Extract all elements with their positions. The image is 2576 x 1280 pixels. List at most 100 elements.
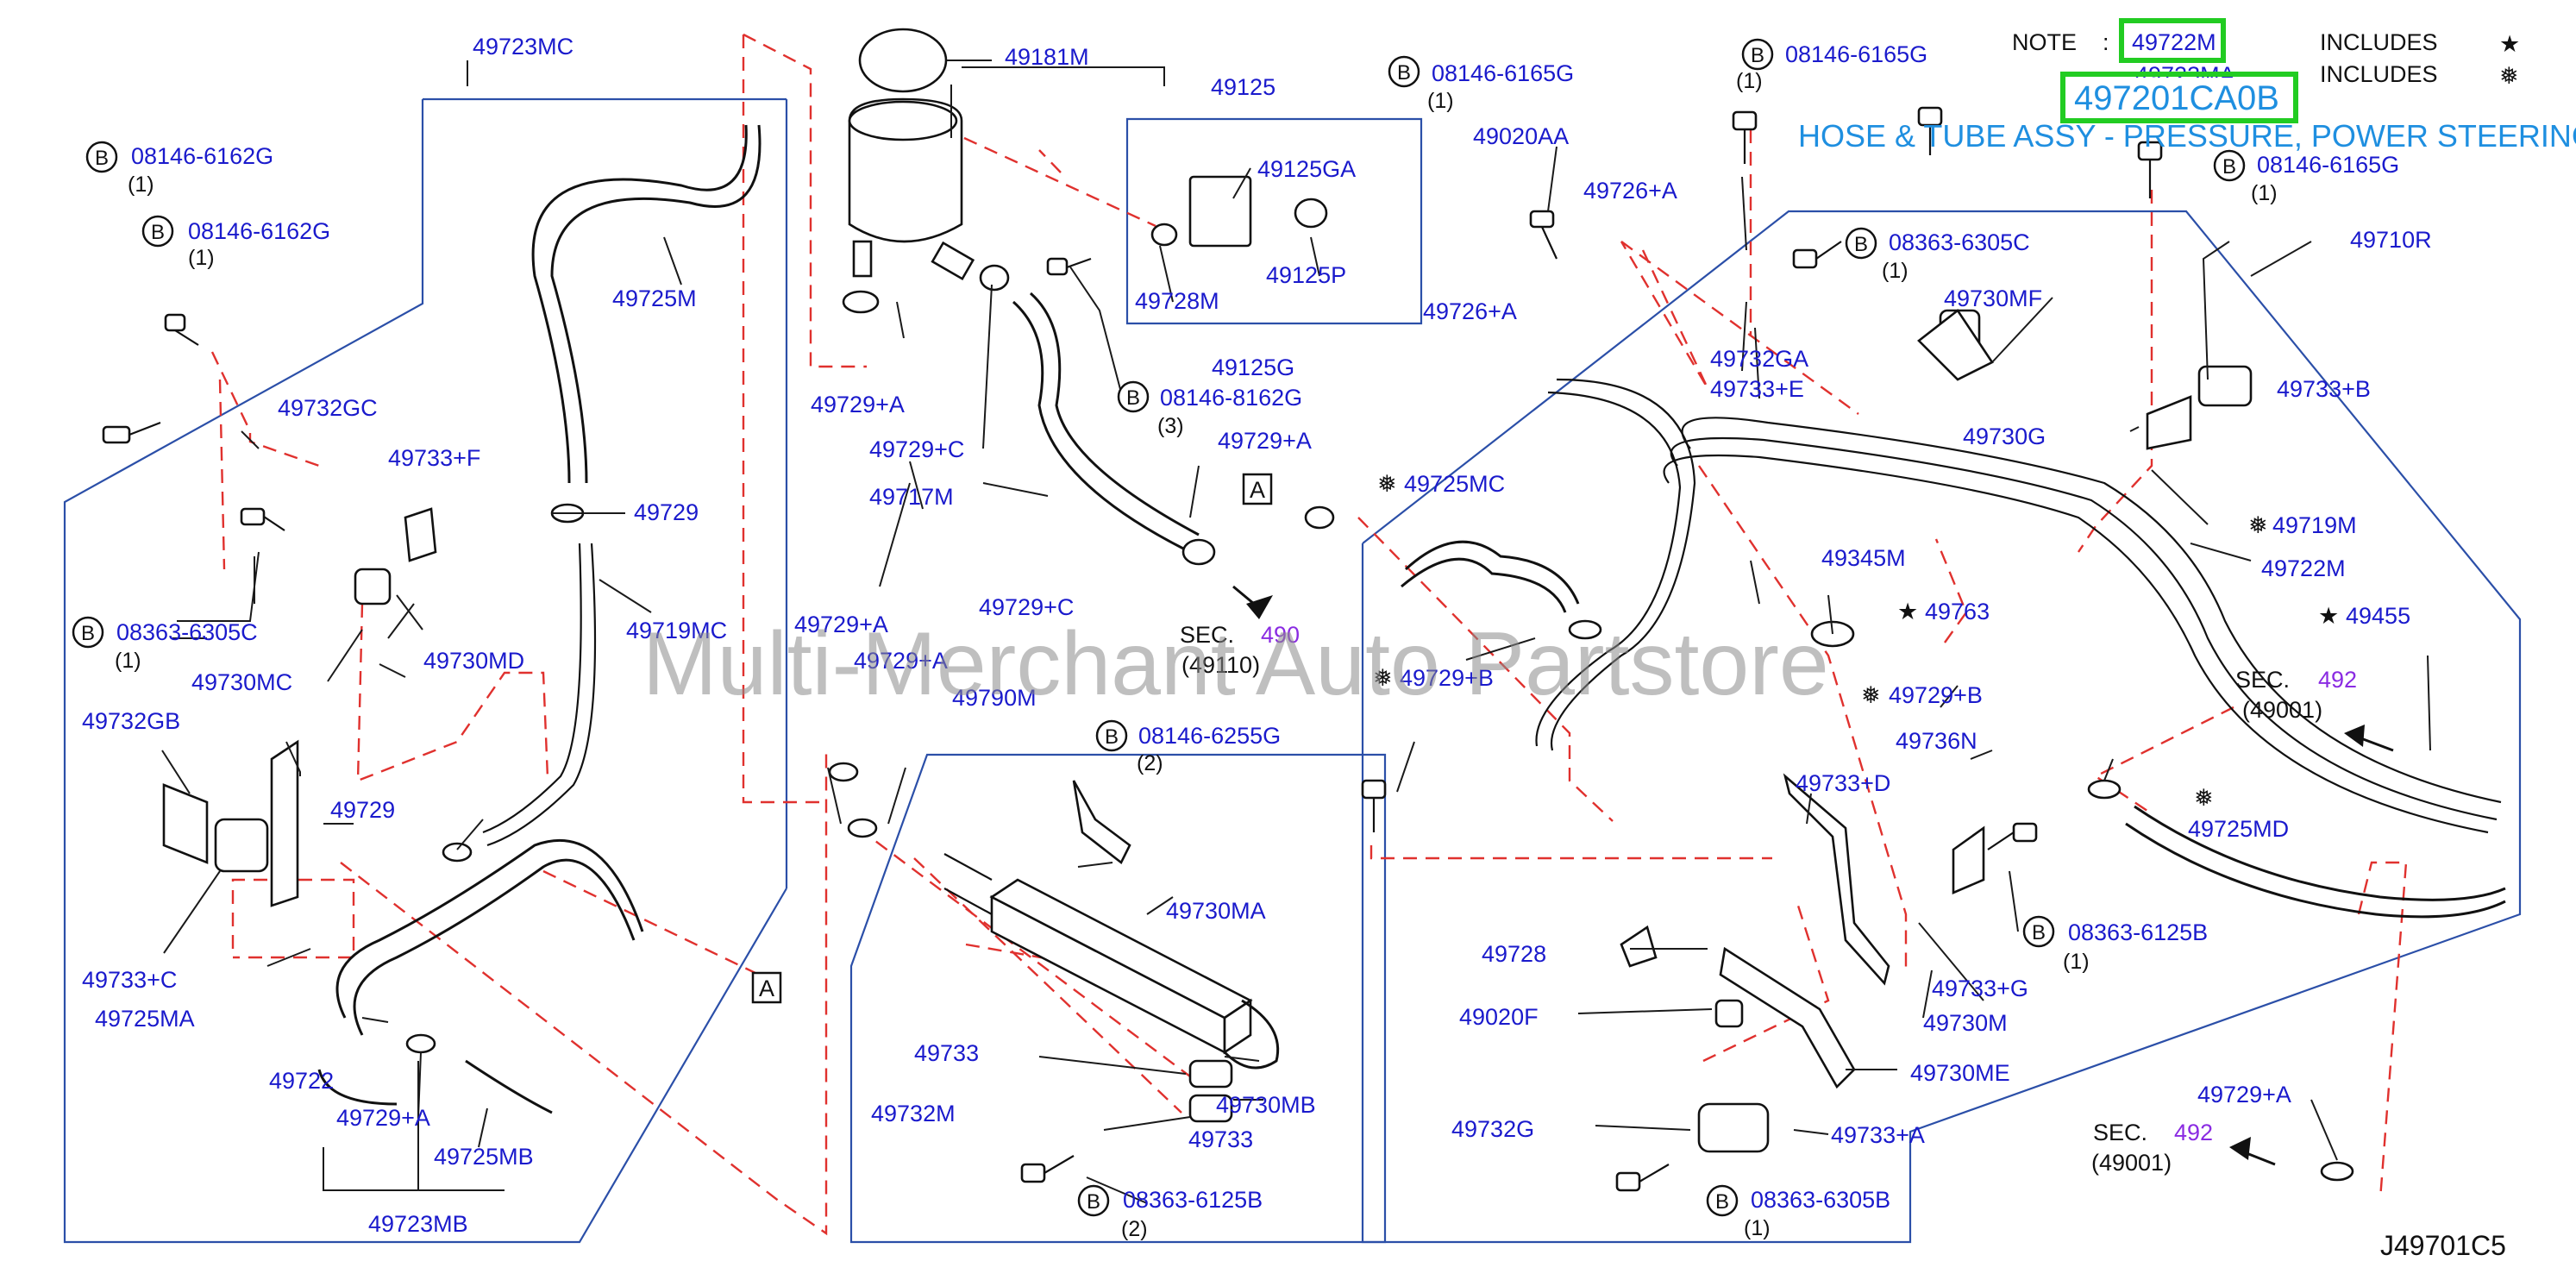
part-labels: 49723MC 49181M 49125 08146-6165G (1) 081…	[82, 34, 2432, 1241]
label-49733F: 49733+F	[388, 445, 480, 471]
label-49345M: 49345M	[1821, 545, 1906, 571]
b-marker-5: B	[2222, 155, 2236, 179]
b-marker-11: B	[1087, 1190, 1100, 1214]
star-icon-2: ★	[2318, 603, 2339, 629]
label-49729A-1: 49729+A	[1218, 428, 1312, 454]
label-08146-6165G-b: 08146-6165G	[1785, 41, 1927, 67]
sec-490-label: SEC.	[1180, 622, 1234, 648]
note-includes-2: INCLUDES	[2320, 61, 2438, 87]
label-49725MA: 49725MA	[95, 1006, 195, 1032]
label-08146-6162G-b: 08146-6162G	[188, 218, 330, 244]
includes-marks: ❅ ❅ ❅ ❅ ❅ ★ ★	[1373, 471, 2339, 811]
label-49729A-5: 49729+A	[336, 1105, 430, 1131]
label-49730ME: 49730ME	[1910, 1060, 2010, 1086]
label-49732M: 49732M	[871, 1101, 956, 1126]
sec-490-sub: (49110)	[1181, 652, 1260, 678]
b-marker-4: B	[1751, 44, 1764, 67]
label-08363-6125B-b: 08363-6125B	[1123, 1187, 1263, 1213]
qty-08146-6162G-a: (1)	[128, 173, 154, 197]
qty-08363-6305C-b: (1)	[115, 649, 141, 673]
label-49125G: 49125G	[1212, 355, 1294, 380]
note-description: HOSE & TUBE ASSY - PRESSURE, POWER STEER…	[1798, 118, 2576, 154]
label-08363-6305B: 08363-6305B	[1751, 1187, 1890, 1213]
label-49717M: 49717M	[869, 484, 954, 510]
note-label: NOTE	[2012, 29, 2077, 55]
snow-icon-1: ❅	[1377, 471, 1397, 497]
sec-492b-sub: (49001)	[2091, 1150, 2172, 1176]
b-marker-6: B	[1854, 233, 1868, 256]
star-icon-note: ★	[2499, 31, 2520, 57]
label-49728M: 49728M	[1135, 288, 1219, 314]
label-08363-6305C-a: 08363-6305C	[1889, 229, 2030, 255]
label-49729C-2: 49729+C	[979, 594, 1074, 620]
label-08363-6125B-a: 08363-6125B	[2068, 919, 2208, 945]
label-49455: 49455	[2346, 603, 2410, 629]
qty-08146-6165G-c: (1)	[2251, 181, 2278, 205]
label-49725MB: 49725MB	[434, 1144, 534, 1170]
snow-icon-2: ❅	[1373, 665, 1393, 691]
label-08146-6255G: 08146-6255G	[1138, 723, 1281, 749]
label-49722: 49722	[269, 1068, 334, 1094]
ref-a-2: A	[759, 976, 774, 1001]
label-49723MC: 49723MC	[473, 34, 573, 60]
b-marker-2: B	[151, 221, 165, 244]
label-49725M: 49725M	[612, 285, 697, 311]
label-49125P: 49125P	[1266, 262, 1346, 288]
label-49732GA: 49732GA	[1710, 346, 1808, 372]
label-49020AA: 49020AA	[1473, 123, 1569, 149]
diagram-id: J49701C5	[2380, 1230, 2506, 1261]
label-49725MC: 49725MC	[1404, 471, 1505, 497]
sec-492b-number: 492	[2174, 1120, 2213, 1145]
label-49729-1: 49729	[634, 499, 699, 525]
label-49733B: 49733+B	[2277, 376, 2371, 402]
label-49020F: 49020F	[1459, 1004, 1539, 1030]
label-49730MC: 49730MC	[191, 669, 292, 695]
label-49729A-6: 49729+A	[2197, 1082, 2291, 1107]
label-49729A-2: 49729+A	[811, 392, 905, 417]
b-marker-8: B	[81, 622, 95, 645]
bolt-icons	[102, 106, 2163, 1192]
watermark: Multi-Merchant Auto Partstore	[642, 614, 1829, 714]
sec-492-label: SEC.	[2235, 667, 2290, 693]
label-49729A-4: 49729+A	[854, 648, 948, 674]
label-49725MD: 49725MD	[2188, 816, 2289, 842]
bolt-markers: B B B B B B B B B B B B	[72, 38, 2246, 1217]
note-block: NOTE : 49722M INCLUDES ★ 49723MA INCLUDE…	[1798, 18, 2576, 154]
label-49733E: 49733+E	[1710, 376, 1804, 402]
note-part-49722M: 49722M	[2132, 29, 2216, 55]
ref-a-1: A	[1250, 477, 1265, 503]
note-includes-1: INCLUDES	[2320, 29, 2438, 55]
label-49728: 49728	[1482, 941, 1546, 967]
label-08363-6305C-b: 08363-6305C	[116, 619, 258, 645]
qty-08363-6125B-a: (1)	[2063, 950, 2090, 974]
label-49730MB: 49730MB	[1216, 1092, 1316, 1118]
label-49726A-1: 49726+A	[1583, 178, 1677, 204]
label-49726A-2: 49726+A	[1423, 298, 1517, 324]
label-49729B-2: 49729+B	[1889, 682, 1983, 708]
qty-08146-6162G-b: (1)	[188, 246, 215, 270]
snow-icon-4: ❅	[2248, 512, 2268, 538]
snow-icon-note: ❅	[2499, 63, 2519, 89]
label-08146-6165G-a: 08146-6165G	[1432, 60, 1574, 86]
label-49733C: 49733+C	[82, 967, 177, 993]
label-49723MB: 49723MB	[368, 1211, 468, 1237]
snow-icon-5: ❅	[2194, 785, 2214, 811]
label-49763: 49763	[1925, 599, 1990, 624]
reference-boxes: A A	[751, 473, 1273, 1004]
sec-492-number: 492	[2318, 667, 2357, 693]
label-49733A: 49733+A	[1831, 1122, 1925, 1148]
label-49719M: 49719M	[2272, 512, 2357, 538]
label-49733D: 49733+D	[1796, 770, 1890, 796]
label-49729B-1: 49729+B	[1400, 665, 1494, 691]
label-49732G: 49732G	[1451, 1116, 1534, 1142]
label-49730M: 49730M	[1923, 1010, 2008, 1036]
label-49730MA: 49730MA	[1166, 898, 1266, 924]
qty-08146-6165G-b: (1)	[1736, 69, 1763, 93]
leader-lines	[161, 60, 2431, 1204]
label-08146-6162G-a: 08146-6162G	[131, 143, 273, 169]
label-49729C-1: 49729+C	[869, 436, 964, 462]
label-49719MC: 49719MC	[626, 618, 727, 643]
b-marker-3: B	[1397, 61, 1411, 85]
part-shapes	[102, 28, 2506, 1192]
